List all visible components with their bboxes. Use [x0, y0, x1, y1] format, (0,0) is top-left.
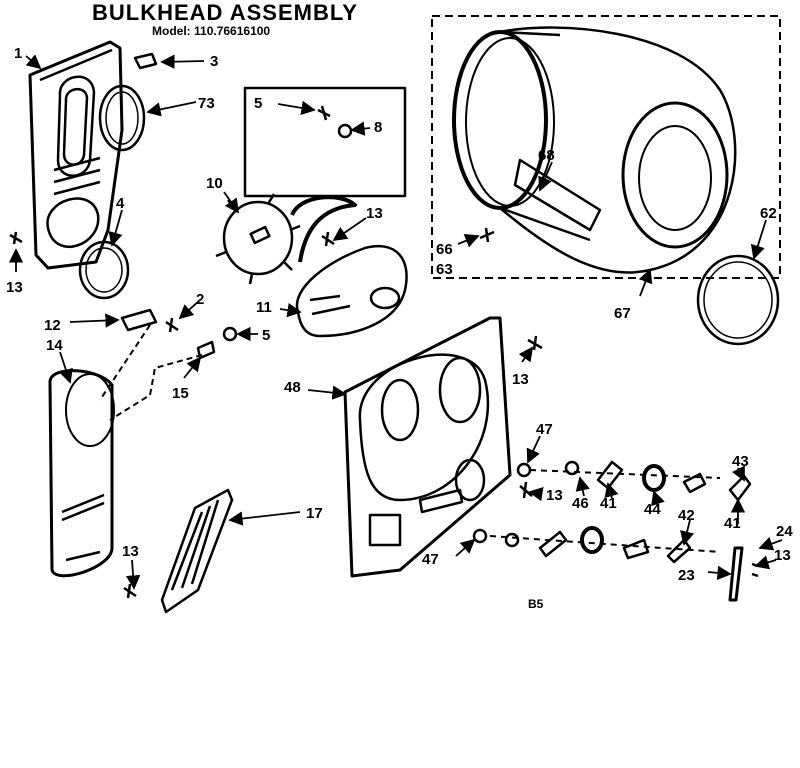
label-14: 14 — [46, 337, 63, 354]
part-2-screw — [165, 317, 179, 333]
label-66: 66 — [436, 241, 453, 258]
label-8: 8 — [374, 119, 382, 136]
screw-13-mid — [519, 481, 533, 499]
part-1-panel — [28, 40, 124, 270]
inset-box — [243, 86, 407, 198]
part-48-bulkhead — [343, 316, 512, 578]
label-12: 12 — [44, 317, 61, 334]
screw-13-left — [9, 231, 23, 245]
label-44: 44 — [644, 501, 661, 518]
part-12-bracket — [120, 308, 158, 332]
label-10: 10 — [206, 175, 223, 192]
label-24: 24 — [776, 523, 793, 540]
part-47-washer — [516, 462, 532, 478]
label-2: 2 — [196, 291, 204, 308]
label-5-inset: 5 — [254, 95, 262, 112]
label-5: 5 — [262, 327, 270, 344]
part-4-ring — [78, 240, 130, 300]
part-42-roller — [580, 526, 604, 554]
part-3-clip — [133, 52, 158, 70]
label-17: 17 — [306, 505, 323, 522]
label-41-upper: 41 — [600, 495, 617, 512]
part-43-bracket — [728, 474, 752, 502]
drum-group-box — [431, 15, 781, 279]
label-13-duct: 13 — [122, 543, 139, 560]
label-48: 48 — [284, 379, 301, 396]
part-15-bushing — [196, 340, 216, 360]
part-17-heater — [160, 488, 234, 614]
label-23: 23 — [678, 567, 695, 584]
label-11: 11 — [256, 299, 272, 316]
model-prefix: Model: — [152, 24, 191, 38]
label-15: 15 — [172, 385, 189, 402]
label-73: 73 — [198, 95, 215, 112]
part-8-washer — [337, 123, 353, 139]
model-number: 110.76616100 — [194, 24, 271, 38]
part-63-screw — [479, 227, 495, 243]
label-13-left: 13 — [6, 279, 23, 296]
label-67: 67 — [614, 305, 631, 322]
label-47-upper: 47 — [536, 421, 553, 438]
label-46: 46 — [572, 495, 589, 512]
part-67-drum — [452, 26, 737, 274]
label-63: 63 — [436, 261, 453, 278]
part-23-arm — [728, 546, 744, 602]
part-44-roller — [642, 464, 666, 492]
label-47-lower: 47 — [422, 551, 439, 568]
label-62: 62 — [760, 205, 777, 222]
label-43: 43 — [732, 453, 749, 470]
label-13-right: 13 — [774, 547, 791, 564]
part-10-impeller — [215, 193, 301, 285]
label-13-inset: 13 — [366, 205, 383, 222]
part-73-seal — [98, 84, 146, 152]
part-47-lower — [472, 528, 488, 544]
part-5-screw — [222, 326, 238, 342]
label-41-lower: 41 — [724, 515, 741, 532]
label-1: 1 — [14, 45, 22, 62]
screw-13-inset — [321, 231, 335, 247]
label-13-mid: 13 — [546, 487, 563, 504]
part-41-bracket-lower — [666, 538, 692, 564]
part-14-duct — [48, 369, 115, 578]
label-13-bulkhead: 13 — [512, 371, 529, 388]
part-62-seal — [696, 254, 780, 346]
part-5-screw-inset — [317, 105, 331, 121]
label-3: 3 — [210, 53, 218, 70]
part-11-blower-housing — [295, 244, 408, 338]
page-code: B5 — [528, 597, 544, 611]
screw-13-bulkhead — [527, 335, 543, 351]
page-title: BULKHEAD ASSEMBLY — [92, 0, 358, 25]
model-line: Model: 110.76616100 — [152, 24, 270, 38]
part-46-clip — [596, 460, 624, 490]
label-68: 68 — [538, 147, 555, 164]
label-4: 4 — [116, 195, 125, 212]
label-42: 42 — [678, 507, 695, 524]
